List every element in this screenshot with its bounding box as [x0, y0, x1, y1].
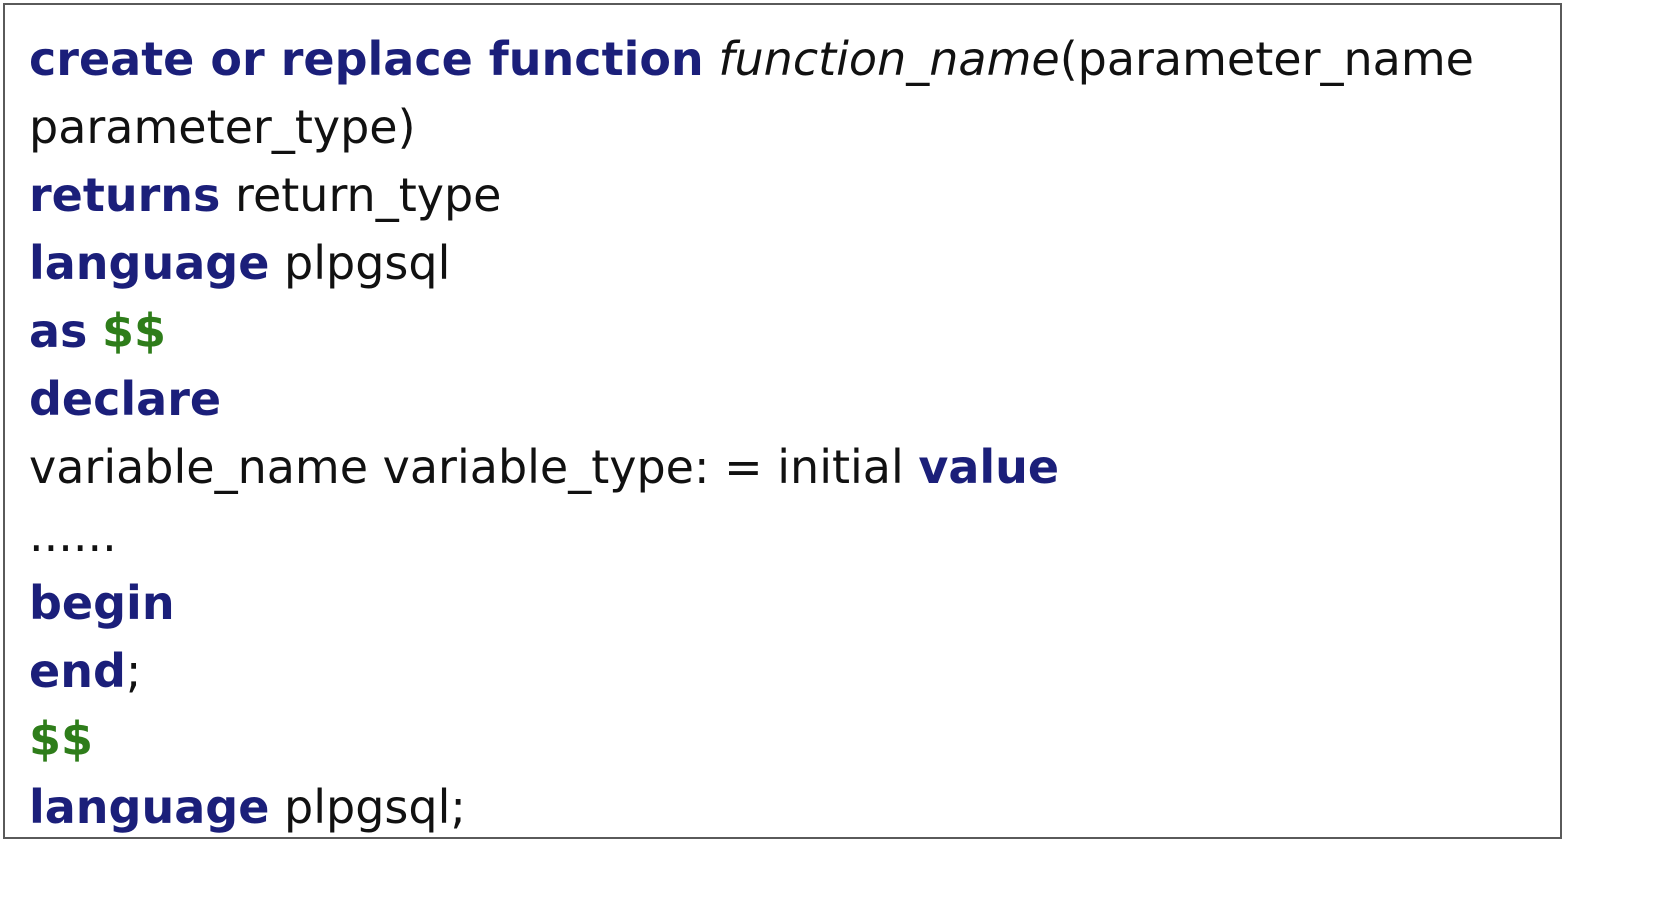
keyword-as: as [29, 304, 88, 358]
keyword-language: language [29, 780, 270, 834]
ellipsis: ...... [29, 508, 117, 562]
function-name-placeholder: function_name [718, 32, 1060, 86]
keyword-begin: begin [29, 576, 175, 630]
code-line-3: returns return_type [29, 161, 1474, 229]
parameter-open: (parameter_name [1059, 32, 1474, 86]
code-line-10: end; [29, 637, 1474, 705]
code-line-6: declare [29, 365, 1474, 433]
keyword-declare: declare [29, 372, 222, 426]
dollar-quote-open: $$ [102, 304, 167, 358]
code-block: create or replace function function_name… [29, 25, 1474, 841]
parameter-type: parameter_type) [29, 100, 416, 154]
code-line-5: as $$ [29, 297, 1474, 365]
variable-declaration: variable_name variable_type: = initial [29, 440, 919, 494]
code-snippet-box: create or replace function function_name… [3, 3, 1562, 839]
keyword-value: value [918, 440, 1060, 494]
keyword-language: language [29, 236, 270, 290]
space [704, 32, 719, 86]
code-line-2: parameter_type) [29, 93, 1474, 161]
keyword-end: end [29, 644, 126, 698]
code-line-12: language plpgsql; [29, 773, 1474, 841]
keyword-create-function: create or replace function [29, 32, 704, 86]
dollar-quote-close: $$ [29, 712, 94, 766]
space [87, 304, 102, 358]
language-value: plpgsql [269, 236, 451, 290]
code-line-7: variable_name variable_type: = initial v… [29, 433, 1474, 501]
code-line-8: ...... [29, 501, 1474, 569]
keyword-returns: returns [29, 168, 221, 222]
code-line-4: language plpgsql [29, 229, 1474, 297]
language-value: plpgsql; [269, 780, 466, 834]
semicolon: ; [125, 644, 142, 698]
code-line-1: create or replace function function_name… [29, 25, 1474, 93]
code-line-11: $$ [29, 705, 1474, 773]
return-type: return_type [220, 168, 502, 222]
code-line-9: begin [29, 569, 1474, 637]
